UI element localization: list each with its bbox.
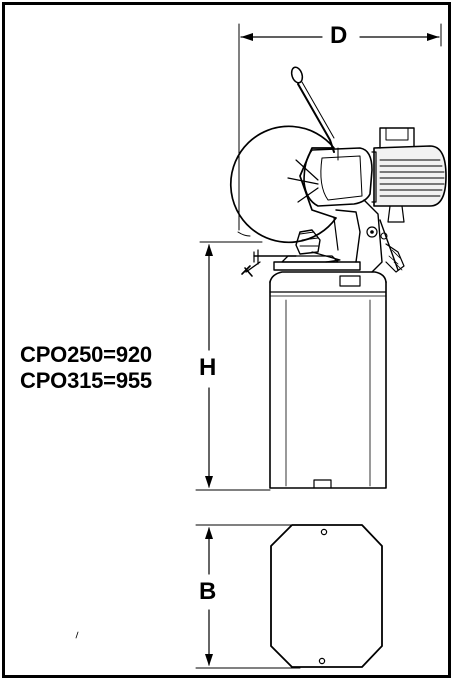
base-dimension-label: B [199, 578, 217, 605]
dimension-h-line [195, 241, 271, 491]
dimension-b-line [195, 524, 323, 669]
motor [371, 127, 447, 223]
vise-clamp [241, 229, 361, 287]
base-plan-view [270, 524, 383, 668]
base-cabinet [269, 271, 387, 489]
gearbox [303, 147, 373, 207]
handle-lever [290, 66, 335, 153]
model-height-cpo250: CPO250=920 [20, 342, 152, 367]
height-dimension-label: H [199, 354, 217, 381]
depth-dimension-label: D [330, 22, 348, 49]
machine-arm [333, 199, 405, 273]
model-height-cpo315: CPO315=955 [20, 368, 152, 393]
blade-guard [229, 125, 337, 244]
dimension-d-line [238, 23, 442, 231]
